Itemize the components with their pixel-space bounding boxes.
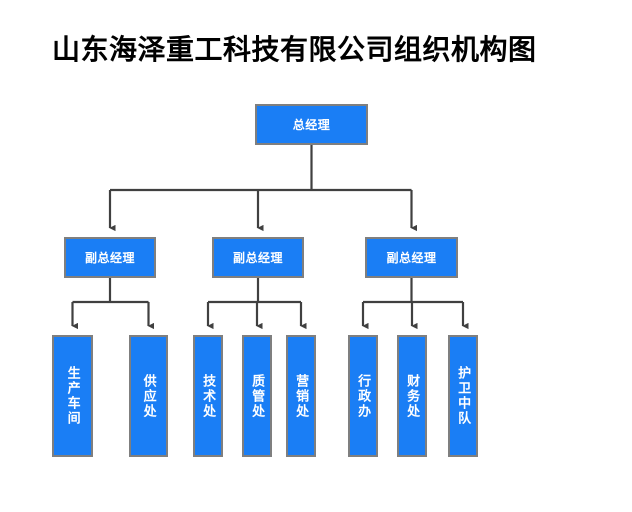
org-node-n6[interactable]: 技术处: [193, 335, 223, 457]
org-node-n8[interactable]: 营销处: [286, 335, 316, 457]
org-node-n7[interactable]: 质管处: [242, 335, 272, 457]
org-node-n0[interactable]: 总经理: [255, 104, 368, 145]
org-node-label: 副总经理: [232, 251, 283, 265]
org-node-n10[interactable]: 财务处: [397, 335, 427, 457]
org-node-label: 副总经理: [386, 251, 437, 265]
org-node-label: 财务处: [405, 373, 421, 419]
org-node-n3[interactable]: 副总经理: [365, 237, 458, 278]
org-node-label: 总经理: [292, 118, 331, 132]
page-title: 山东海泽重工科技有限公司组织机构图: [52, 34, 537, 65]
org-node-n11[interactable]: 护卫中队: [448, 335, 478, 457]
org-node-n5[interactable]: 供应处: [129, 335, 168, 457]
org-node-label: 质管处: [250, 373, 266, 419]
org-node-label: 营销处: [294, 373, 310, 419]
org-node-label: 副总经理: [84, 251, 135, 265]
org-node-label: 护卫中队: [456, 366, 472, 426]
org-node-n1[interactable]: 副总经理: [64, 237, 156, 278]
org-node-label: 供应处: [141, 373, 157, 419]
org-node-label: 生产车间: [65, 366, 81, 426]
org-node-label: 技术处: [201, 373, 217, 419]
org-node-n9[interactable]: 行政办: [348, 335, 378, 457]
org-node-n4[interactable]: 生产车间: [52, 335, 93, 457]
org-node-n2[interactable]: 副总经理: [212, 237, 304, 278]
org-node-label: 行政办: [356, 373, 372, 419]
